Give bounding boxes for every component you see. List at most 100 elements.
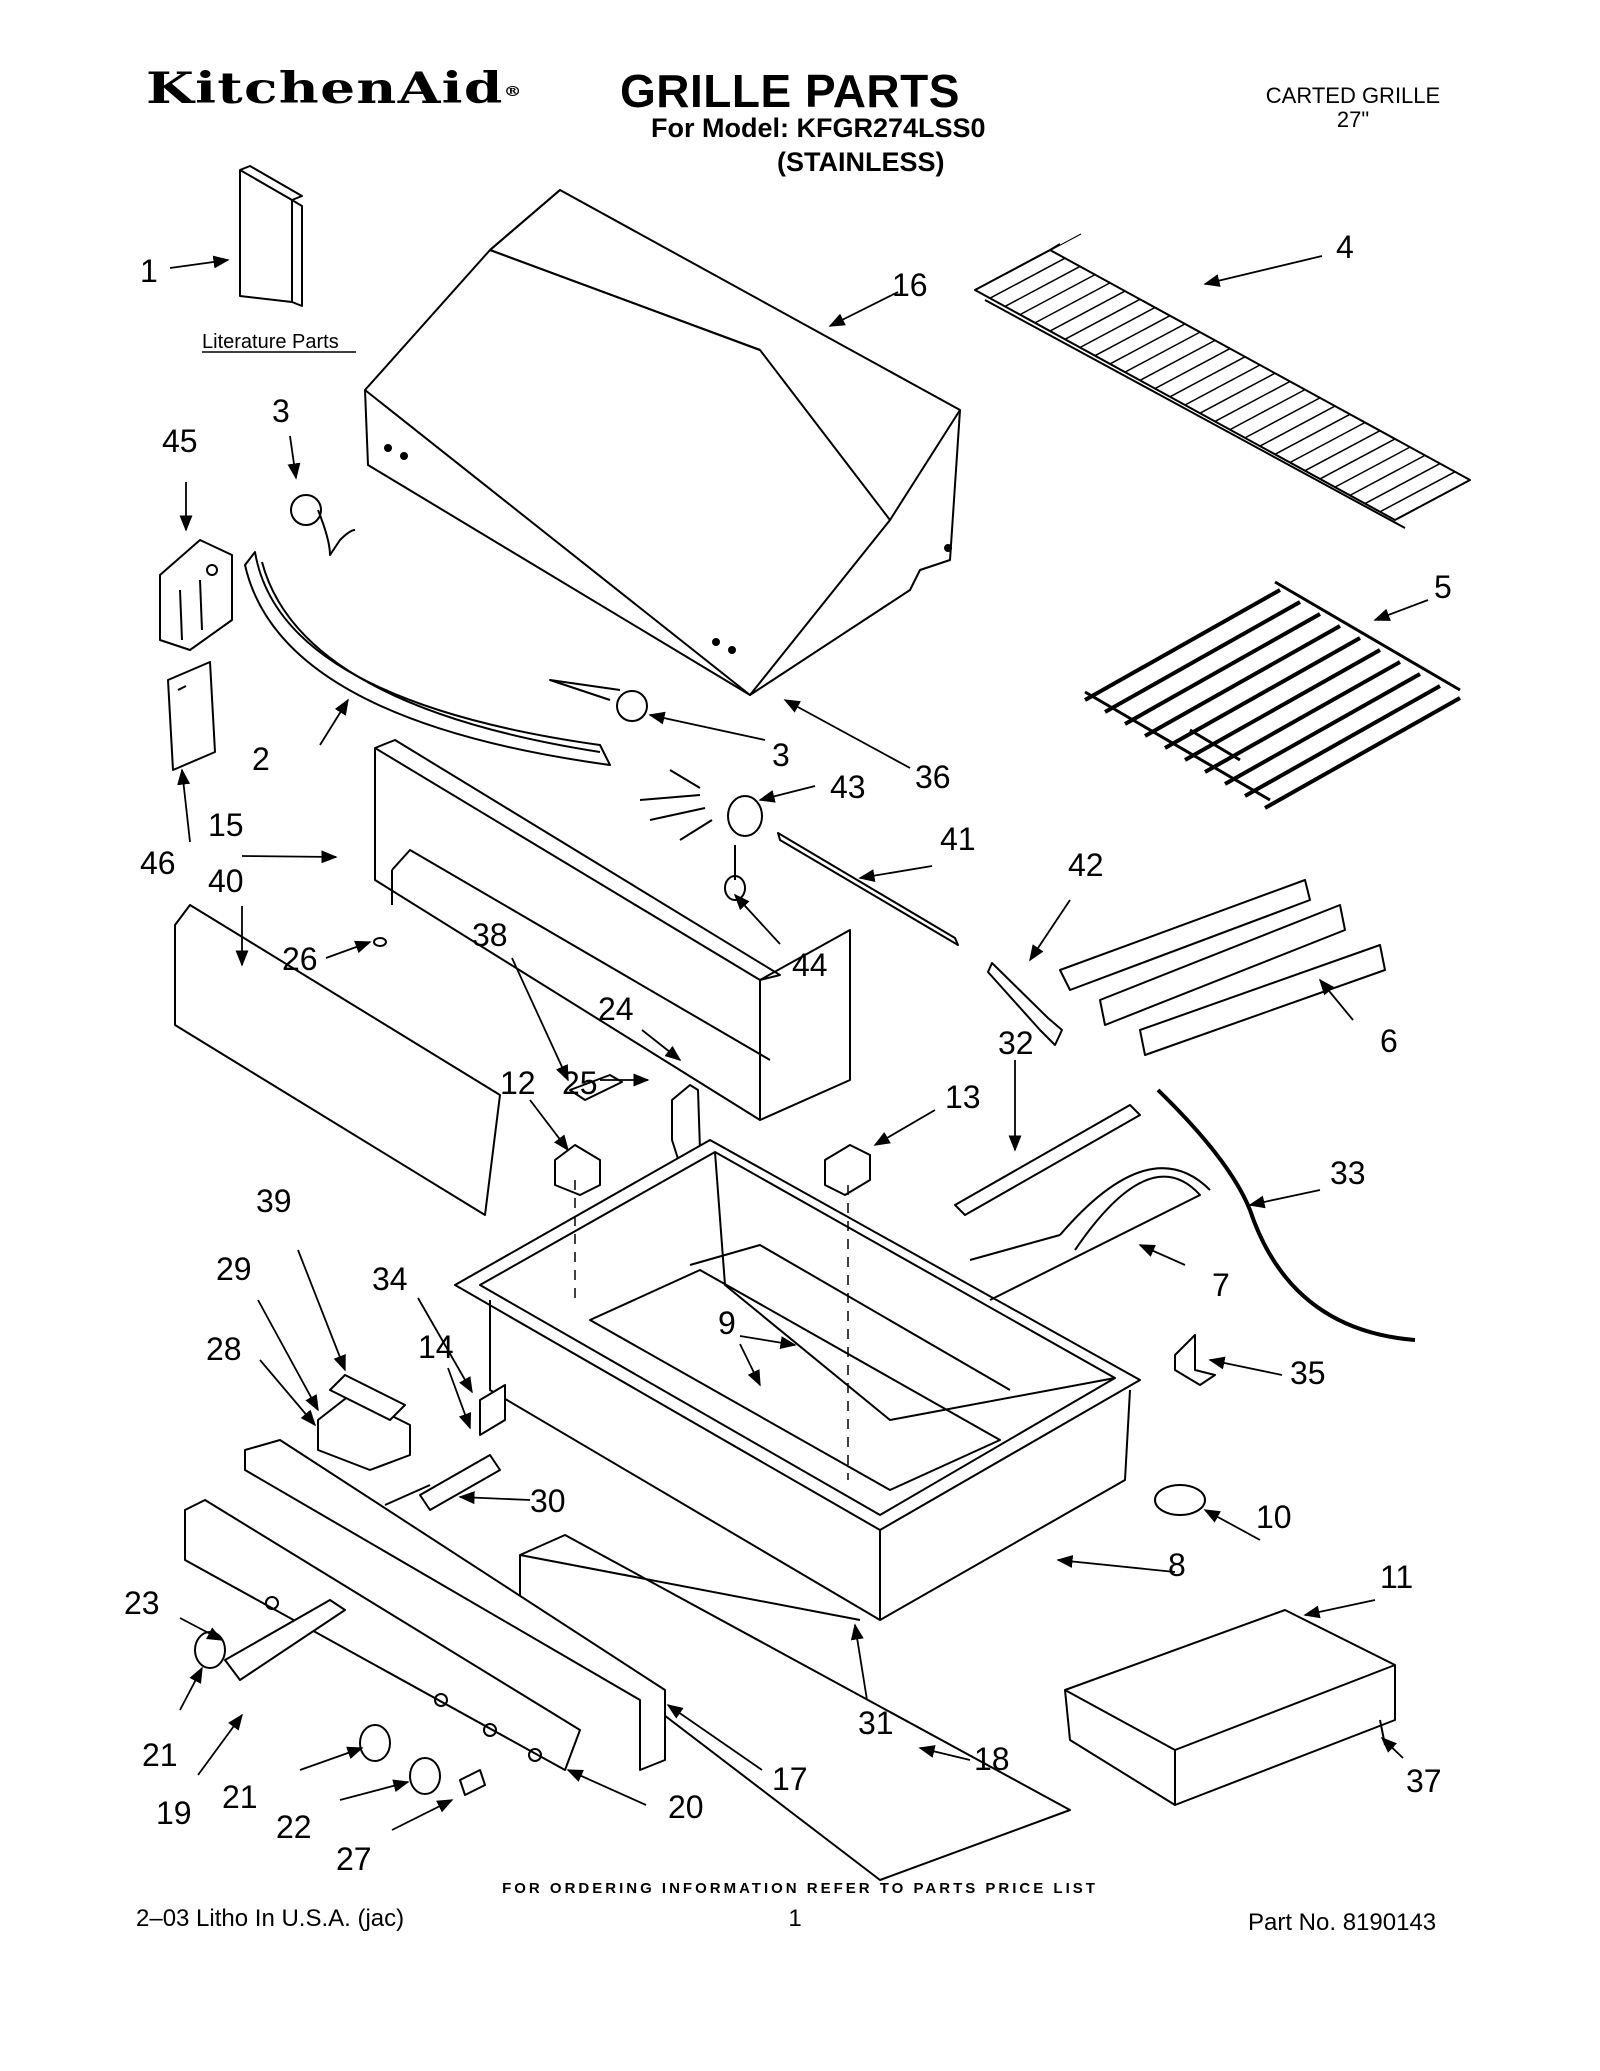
callout-38: 38 [472, 917, 508, 953]
callout-44: 44 [792, 947, 828, 983]
rack-wire [1229, 388, 1306, 431]
model-line: For Model: KFGR274LSS0 [651, 113, 986, 143]
callout-29: 29 [216, 1251, 252, 1287]
rack-wire [1214, 380, 1291, 423]
model-variant: (STAINLESS) [777, 147, 945, 177]
part-firebox [454, 1139, 1141, 1621]
callout-35: 35 [1290, 1355, 1326, 1391]
part-nut [373, 937, 387, 947]
part-cross-rod [519, 1554, 861, 1621]
rack-wire [1034, 282, 1111, 324]
callout-8: 8 [1168, 1547, 1186, 1583]
part-thumb-screw [724, 845, 746, 901]
callout-10: 10 [1256, 1499, 1292, 1535]
literature-parts-label: Literature Parts [202, 331, 339, 353]
callout-39: 39 [256, 1183, 292, 1219]
callout-28: 28 [206, 1331, 242, 1367]
part-bracket-35 [1174, 1334, 1216, 1386]
litho-info: 2–03 Litho In U.S.A. (jac) [136, 1905, 405, 1932]
ordering-note: FOR ORDERING INFORMATION REFER TO PARTS … [502, 1880, 1098, 1897]
callout-16: 16 [892, 267, 928, 303]
rack-wire [1049, 290, 1126, 332]
callout-17: 17 [772, 1761, 808, 1797]
rack-wire [1079, 306, 1156, 349]
callout-18: 18 [974, 1741, 1010, 1777]
callout-4: 4 [1336, 229, 1354, 265]
callout-19: 19 [156, 1795, 192, 1831]
callout-22: 22 [276, 1809, 312, 1845]
callout-7: 7 [1212, 1267, 1230, 1303]
rack-wire [1364, 462, 1441, 505]
rack-wire [1169, 356, 1246, 398]
rack-wire [1124, 331, 1201, 373]
part-spit-handle [987, 962, 1063, 1046]
rack-wire [1184, 364, 1261, 406]
callout-46: 46 [140, 845, 176, 881]
part-valve-14 [384, 1454, 501, 1511]
callout-45: 45 [162, 423, 198, 459]
callout-5: 5 [1434, 569, 1452, 605]
rack-wire [1004, 265, 1081, 308]
rack-wire [1259, 405, 1336, 447]
callout-40: 40 [208, 863, 244, 899]
part-bracket-34 [479, 1384, 506, 1436]
part-clip-38 [569, 1074, 623, 1101]
part-burner-tube [954, 1104, 1141, 1216]
rack-wire [1379, 471, 1456, 513]
callout-26: 26 [282, 941, 318, 977]
page-title: GRILLE PARTS [620, 65, 960, 117]
rack-wire [1319, 438, 1396, 480]
part-cooking-grate [1084, 580, 1461, 810]
rack-wire [1394, 479, 1471, 521]
callout-42: 42 [1068, 847, 1104, 883]
rack-wire [974, 249, 1051, 291]
part-bracket-12 [554, 1144, 601, 1196]
part-number: Part No. 8190143 [1248, 1909, 1437, 1936]
callout-9: 9 [718, 1305, 736, 1341]
callout-12: 12 [500, 1065, 536, 1101]
part-warming-rack [974, 233, 1471, 529]
part-control-fascia [184, 1499, 581, 1771]
part-bracket-45 [159, 539, 233, 651]
part-knobs [194, 1631, 486, 1796]
part-hood [364, 189, 961, 696]
page-number: 1 [788, 1905, 802, 1932]
callout-20: 20 [668, 1789, 704, 1825]
callout-3-lower: 3 [772, 737, 790, 773]
part-spit-rod [777, 832, 959, 946]
rack-wire [1139, 339, 1216, 382]
callout-14: 14 [418, 1329, 454, 1365]
part-bottom-tray [519, 1534, 1071, 1881]
callout-15: 15 [208, 807, 244, 843]
callout-30: 30 [530, 1483, 566, 1519]
alignment-lines [574, 1180, 849, 1480]
product-size: 27" [1336, 107, 1370, 132]
rack-wire [1274, 413, 1351, 455]
brand-logo: KitchenAid® [146, 64, 523, 114]
rack-wire [989, 257, 1066, 299]
part-gas-line [1156, 1088, 1416, 1342]
part-igniter-10 [1154, 1484, 1206, 1516]
registered-mark: ® [503, 84, 523, 100]
part-shield-46 [167, 661, 216, 771]
callout-arrows [169, 255, 1429, 1831]
callout-27: 27 [336, 1841, 372, 1877]
callout-2: 2 [252, 741, 270, 777]
callout-13: 13 [945, 1079, 981, 1115]
rack-wire [1349, 454, 1426, 497]
callout-1: 1 [140, 253, 158, 289]
part-control-panel [174, 904, 501, 1216]
callout-11: 11 [1380, 1559, 1413, 1595]
rack-wire [1064, 298, 1141, 340]
callout-43: 43 [830, 769, 866, 805]
rack-wire [1094, 315, 1171, 357]
rack-wire [1244, 397, 1321, 439]
callout-23: 23 [124, 1585, 160, 1621]
part-heat-shields [1059, 879, 1386, 1056]
part-bracket-13 [824, 1144, 871, 1196]
callout-34: 34 [372, 1261, 408, 1297]
callout-3-top: 3 [272, 393, 290, 429]
part-handle [244, 551, 611, 766]
part-valve-assembly [317, 1374, 411, 1471]
